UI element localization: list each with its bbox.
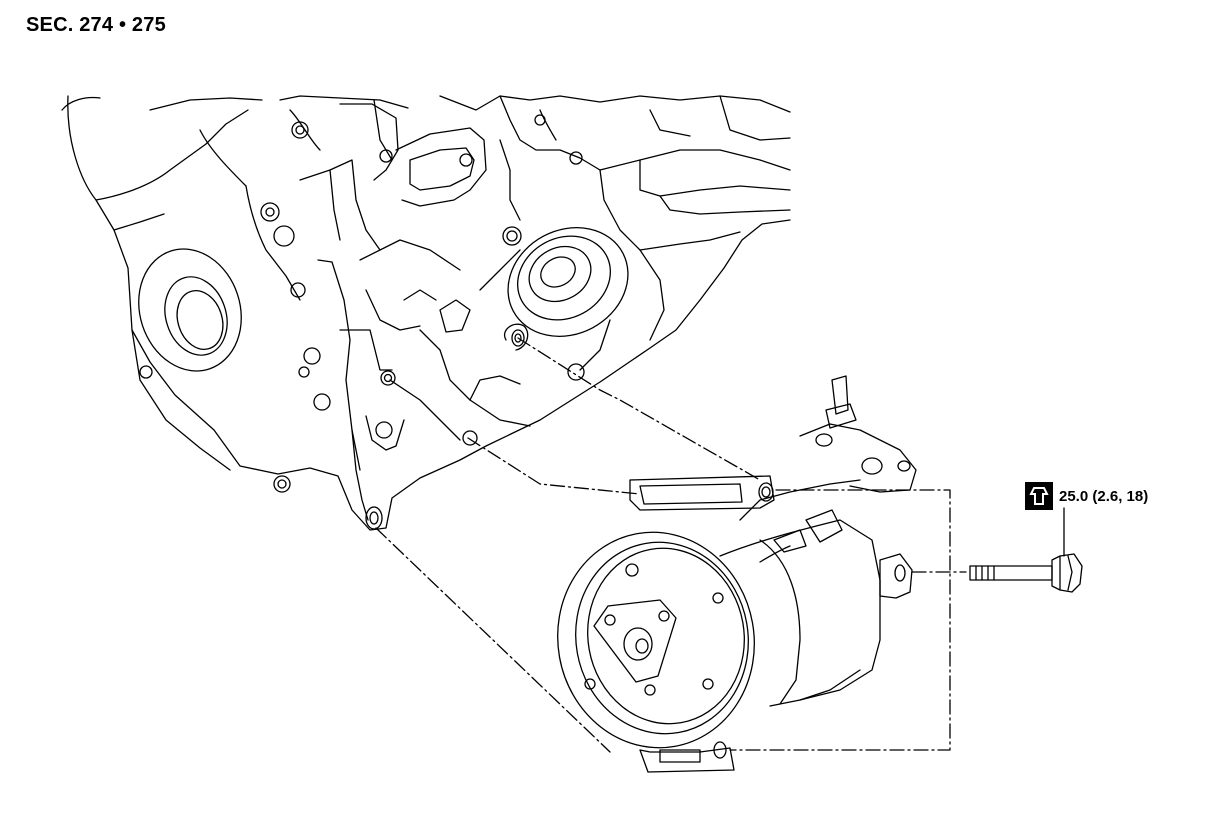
mounting-bolt xyxy=(969,553,1083,593)
torque-value: 25.0 (2.6, 18) xyxy=(1059,487,1149,505)
alignment-lines xyxy=(375,337,967,753)
engine-block xyxy=(61,95,791,531)
torque-callout: 25.0 (2.6, 18) xyxy=(1025,482,1148,510)
torque-wrench-icon xyxy=(1025,482,1053,510)
ac-compressor xyxy=(557,375,917,773)
section-reference: SEC. 274 • 275 xyxy=(26,14,166,36)
